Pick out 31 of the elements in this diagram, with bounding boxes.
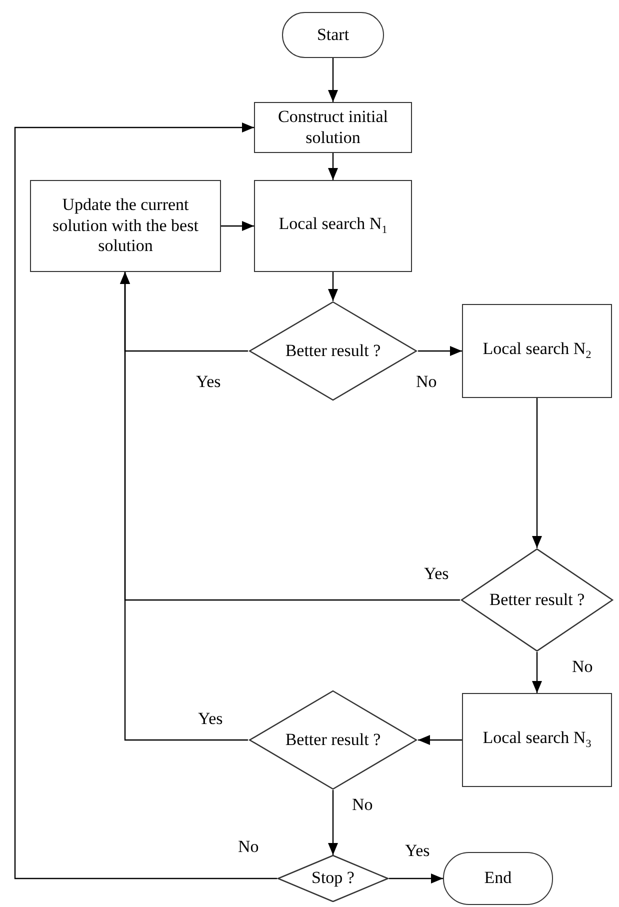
arrow [328,272,338,301]
edge-label: No [416,373,437,392]
edge-label: No [572,658,593,677]
process-box: Update the current solution with the best solution [30,180,221,272]
process-box: Local search N$_{2}$ [462,304,612,398]
edge-label: No [238,838,259,857]
edge-label: Yes [405,842,430,861]
decision-diamond: Better result ? [248,690,418,790]
arrow [328,58,338,102]
terminal-shape: End [443,852,553,905]
terminal-shape: Start [282,12,384,58]
process-box: Local search N$_{1}$ [254,180,412,272]
arrow [418,346,462,356]
decision-diamond: Better result ? [460,548,614,652]
arrow [389,874,443,884]
arrow [120,272,248,741]
edge-label: Yes [424,565,449,584]
edge-label: No [352,796,373,815]
arrow [14,122,277,880]
arrow [418,735,462,745]
arrow [221,221,254,231]
edge-label: Yes [198,710,223,729]
arrow [328,790,338,855]
decision-diamond: Better result ? [248,301,418,401]
process-box: Construct initial solution [254,102,412,153]
arrow [532,398,542,548]
edge-label: Yes [196,373,221,392]
process-box: Local search N$_{3}$ [462,693,612,787]
arrow [328,153,338,180]
decision-diamond: Stop ? [277,855,389,902]
arrow [532,652,542,693]
